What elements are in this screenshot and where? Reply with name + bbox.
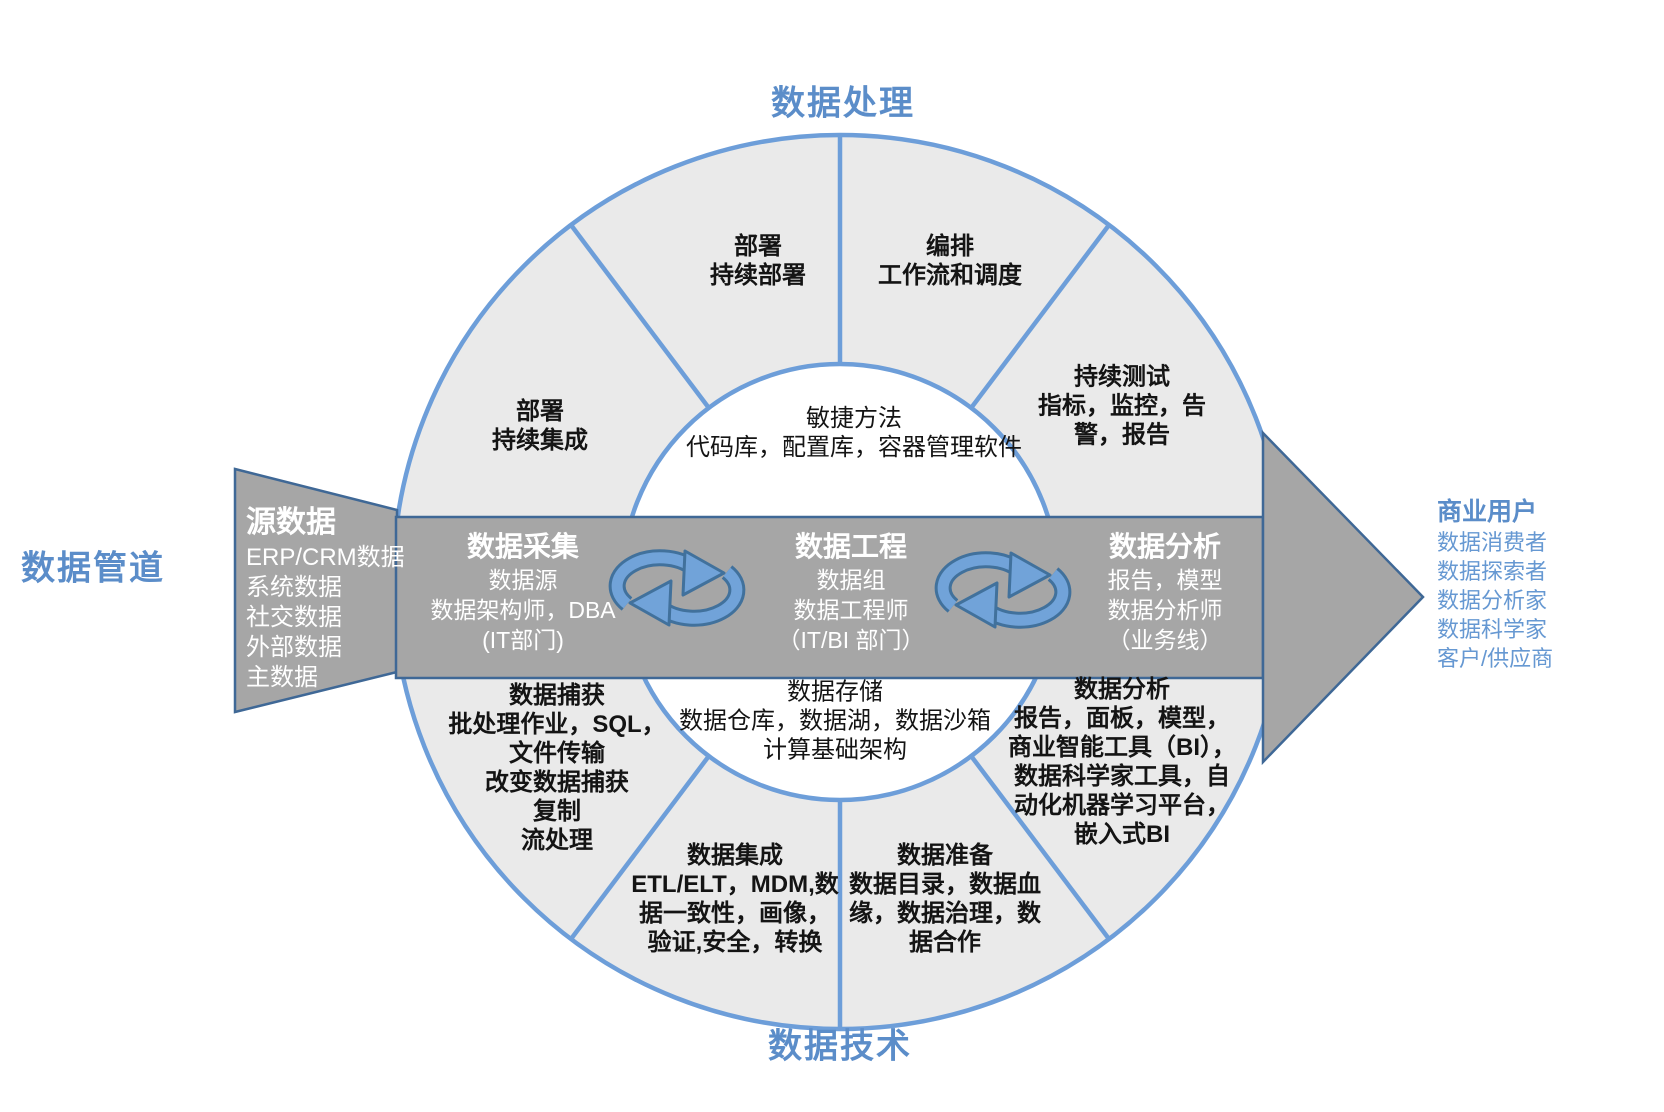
list-item: 客户/供应商 [1437,646,1554,671]
business-users-block: 商业用户 数据消费者 数据探索者 数据分析家 数据科学家 客户/供应商 [1437,496,1553,673]
list-item: 数据科学家 [1437,617,1548,642]
segment-line: 数据捕获 [509,682,605,709]
segment-data-analytics: 数据分析 报告，面板，模型，商业智能工具（BI），数据科学家工具，自动化机器学习… [1008,675,1236,849]
title-data-processing: 数据处理 [771,84,915,123]
segment-title: 数据准备 [897,842,993,869]
band-line: (IT部门) [482,627,564,653]
segment-deploy-ci: 部署 持续集成 [492,397,588,455]
list-item: 数据探索者 [1437,559,1548,584]
segment-continuous-testing: 持续测试 指标，监控，告警，报告 [1029,363,1215,450]
list-item: 数据消费者 [1437,530,1548,555]
ring-dividers [569,135,1111,1029]
segment-line: 编排 [926,233,974,260]
segment-body: 数据目录，数据血缘，数据治理，数据合作 [849,871,1041,956]
business-users-title: 商业用户 [1437,498,1538,526]
segment-data-capture: 数据捕获 批处理作业，SQL， 文件传输 改变数据捕获 复制 流处理 [448,681,665,855]
list-item: ERP/CRM数据 [246,544,405,571]
band-section-title: 数据工程 [794,531,908,562]
segment-data-preparation: 数据准备 数据目录，数据血缘，数据治理，数据合作 [846,841,1044,957]
inner-agile-line: 代码库，配置库，容器管理软件 [686,434,1022,461]
list-item: 系统数据 [246,574,342,601]
segment-title: 数据集成 [687,842,783,869]
pipeline-arrowhead [1261,429,1425,766]
band-section-data-collection: 数据采集 数据源 数据架构师，DBA (IT部门) [430,529,615,655]
title-data-technology: 数据技术 [768,1027,912,1066]
list-item: 社交数据 [246,604,342,631]
segment-line: 持续部署 [710,262,806,289]
source-data-title: 源数据 [246,506,336,539]
segment-body: 报告，面板，模型，商业智能工具（BI），数据科学家工具，自动化机器学习平台，嵌入… [1008,705,1236,848]
segment-deploy-cd: 部署 持续部署 [710,232,806,290]
segment-line: 复制 [533,798,581,825]
band-line: 数据架构师，DBA [430,597,616,623]
band-line: （业务线） [1107,627,1223,653]
band-section-title: 数据采集 [466,531,580,562]
title-data-pipeline: 数据管道 [21,549,165,588]
segment-body: ETL/ELT，MDM,数据一致性，画像，验证,安全，转换 [631,871,839,956]
band-line: 数据工程师 [793,597,909,623]
inner-agile-block: 敏捷方法 代码库，配置库，容器管理软件 [686,404,1022,462]
list-item: 外部数据 [246,634,342,661]
band-line: （IT/BI 部门） [777,627,925,653]
segment-line: 批处理作业，SQL， [448,711,666,738]
source-data-block: 源数据 ERP/CRM数据 系统数据 社交数据 外部数据 主数据 [246,503,405,693]
segment-line: 部署 [516,398,564,425]
inner-storage-line: 数据仓库，数据湖，数据沙箱 [679,707,991,735]
segment-line: 文件传输 [509,740,605,767]
segment-line: 持续集成 [492,427,588,454]
list-item: 数据分析家 [1437,588,1548,613]
segment-line: 部署 [734,233,782,260]
band-section-data-engineering: 数据工程 数据组 数据工程师 （IT/BI 部门） [778,529,925,655]
list-item: 主数据 [246,664,318,691]
segment-body: 指标，监控，告警，报告 [1038,392,1206,449]
segment-title: 数据分析 [1074,676,1170,703]
inner-storage-line: 计算基础架构 [763,736,907,764]
segment-line: 流处理 [521,827,593,854]
segment-data-integration: 数据集成 ETL/ELT，MDM,数据一致性，画像，验证,安全，转换 [629,841,841,957]
band-section-data-analysis: 数据分析 报告，模型 数据分析师 （业务线） [1108,529,1223,655]
segment-line: 改变数据捕获 [485,769,629,796]
band-line: 数据组 [816,567,886,593]
band-section-title: 数据分析 [1108,531,1221,562]
pipeline-band [394,515,1265,680]
inner-storage-block: 数据存储 数据仓库，数据湖，数据沙箱 计算基础架构 [679,678,991,765]
segment-line: 工作流和调度 [878,262,1022,289]
inner-storage-title: 数据存储 [787,678,883,706]
segment-orchestration: 编排 工作流和调度 [878,232,1022,290]
inner-agile-title: 敏捷方法 [806,405,902,432]
band-line: 数据源 [488,567,558,593]
band-line: 数据分析师 [1107,597,1223,623]
segment-title: 持续测试 [1074,363,1170,391]
band-line: 报告，模型 [1107,567,1223,593]
